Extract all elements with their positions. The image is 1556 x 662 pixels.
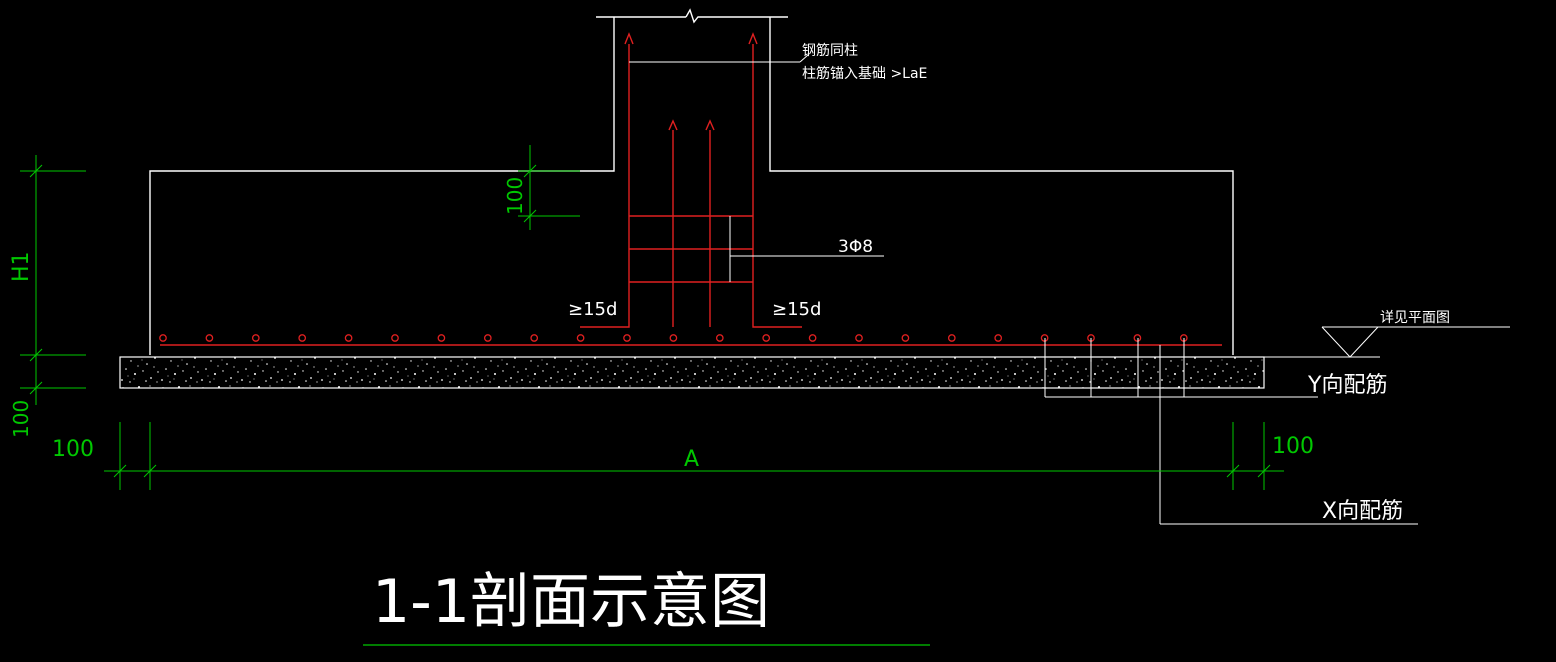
rebar-dot: [901, 334, 910, 342]
hook-length-left: ≥15d: [568, 299, 617, 320]
foundation-outline: [149, 8, 1234, 355]
rebar-dot: [994, 334, 1003, 342]
rebar-dot: [947, 334, 956, 342]
plan-reference-label: 详见平面图: [1380, 310, 1450, 326]
rebar-dot: [715, 334, 724, 342]
dim-right-offset-100: 100: [1272, 434, 1314, 459]
rebar-dot: [205, 334, 214, 342]
rebar-dot: [623, 334, 631, 342]
bottom-horizontal-dimension: [104, 422, 1284, 490]
rebar-dot: [391, 334, 399, 342]
y-rebar-label: Y向配筋: [1307, 373, 1387, 398]
rebar-direction-leaders: [1044, 338, 1418, 525]
dim-h1: H1: [9, 251, 34, 282]
concrete-cushion: [119, 356, 1265, 389]
hook-length-right: ≥15d: [772, 299, 821, 320]
stirrup-label: 3Φ8: [838, 237, 873, 257]
rebar-dot: [1133, 334, 1142, 342]
rebar-dot: [808, 334, 817, 342]
rebar-dot: [762, 334, 771, 342]
rebar-dot: [669, 334, 678, 342]
rebar-dot: [298, 334, 307, 342]
column-note-leader: [629, 54, 809, 63]
x-rebar-label: X向配筋: [1322, 499, 1403, 524]
column-note-line2: 柱筋锚入基础 >LaE: [802, 65, 927, 82]
left-vertical-dimension: [20, 155, 86, 405]
rebar-dots: [159, 334, 1188, 342]
rebar-dot: [251, 334, 260, 342]
column-rebars: [580, 32, 802, 328]
dim-left-offset-100: 100: [52, 437, 94, 462]
rebar-dot: [437, 334, 446, 342]
dim-cushion-100: 100: [9, 400, 33, 438]
step-dimension: [518, 145, 580, 230]
rebar-dot: [483, 334, 492, 342]
drawing-title: 1-1剖面示意图: [372, 567, 770, 637]
rebar-dot: [530, 334, 539, 342]
plan-reference-symbol: [1130, 326, 1510, 358]
rebar-dot: [576, 334, 585, 342]
rebar-dot: [159, 334, 167, 342]
column-note-line1: 钢筋同柱: [802, 42, 858, 59]
dim-step-100: 100: [503, 177, 527, 215]
dim-width-a: A: [684, 447, 699, 472]
rebar-dot: [344, 334, 353, 342]
rebar-dot: [855, 334, 863, 342]
stirrup-leader: [729, 216, 884, 282]
